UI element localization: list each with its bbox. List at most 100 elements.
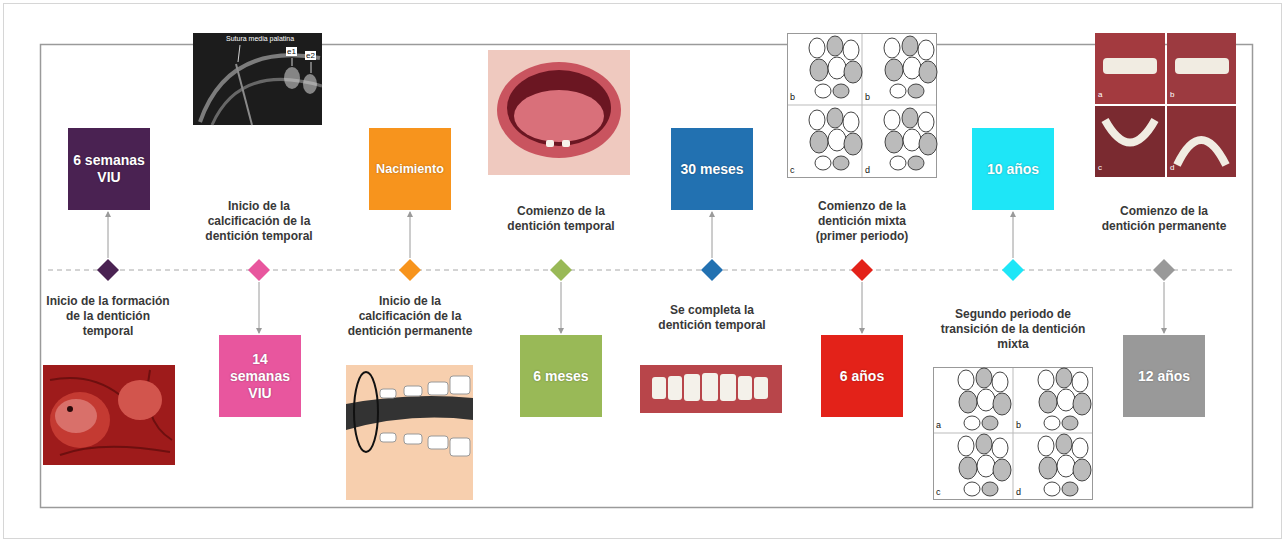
photo-ground bbox=[1095, 106, 1165, 177]
timeline-axis bbox=[48, 270, 1236, 271]
event-caption: Comienzo de la dentición permanente bbox=[1100, 204, 1228, 234]
date-text: Nacimiento bbox=[373, 162, 447, 177]
image-annotation: Sutura media palatina bbox=[226, 35, 294, 43]
photo-ground bbox=[1167, 33, 1236, 104]
teeth-sketch bbox=[809, 108, 862, 170]
tooth bbox=[738, 376, 752, 400]
permanent-dentition-photos bbox=[1095, 33, 1236, 177]
mouth-cavity bbox=[507, 70, 611, 146]
tooth-germ bbox=[284, 67, 300, 89]
mixed-dentition-diagram bbox=[934, 368, 1093, 500]
image-annotation: b bbox=[790, 92, 795, 102]
tooth-germ bbox=[428, 382, 448, 395]
date-box: 14 semanas VIU bbox=[219, 335, 301, 417]
date-text: 14 semanas VIU bbox=[223, 351, 297, 402]
tooth bbox=[702, 373, 718, 401]
diagram-ground bbox=[788, 34, 937, 178]
leader-line bbox=[712, 212, 713, 258]
tooth bbox=[652, 377, 666, 399]
image-annotation: a bbox=[936, 420, 941, 430]
photo-ground bbox=[640, 365, 782, 413]
tooth bbox=[546, 140, 554, 147]
leader-line bbox=[410, 212, 411, 258]
dental-arch bbox=[1105, 120, 1155, 143]
leader-line bbox=[259, 282, 260, 333]
leader-line bbox=[1013, 212, 1014, 258]
teeth-sketch bbox=[809, 36, 862, 98]
divider bbox=[934, 433, 1092, 434]
tooth-germ-drawing bbox=[346, 365, 473, 500]
timeline-diamond bbox=[1002, 259, 1024, 281]
tooth-germ bbox=[380, 389, 396, 398]
timeline-diamond bbox=[248, 259, 270, 281]
date-text: 10 años bbox=[976, 161, 1050, 178]
leader-line bbox=[862, 282, 863, 333]
teeth-sketch bbox=[958, 368, 1011, 430]
image-annotation: a bbox=[1098, 90, 1102, 99]
timeline-diamond bbox=[550, 259, 572, 281]
date-box: Nacimiento bbox=[369, 128, 451, 210]
teeth-photo bbox=[640, 365, 782, 413]
image-annotation: c bbox=[1098, 163, 1102, 172]
image-annotation: d bbox=[865, 165, 870, 175]
date-box: 6 años bbox=[821, 335, 903, 417]
tooth-germ bbox=[404, 434, 422, 444]
date-text: 12 años bbox=[1127, 368, 1201, 385]
mouth-photo bbox=[488, 50, 630, 175]
tooth-germ bbox=[450, 376, 470, 394]
date-box: 30 meses bbox=[671, 128, 753, 210]
leader-line bbox=[108, 212, 109, 258]
timeline-diamond bbox=[399, 259, 421, 281]
tooth bbox=[720, 374, 736, 401]
pointer-line bbox=[292, 58, 293, 66]
tooth bbox=[668, 376, 682, 400]
photo-ground bbox=[43, 365, 175, 465]
image-annotation: c bbox=[790, 165, 795, 175]
teeth-sketch bbox=[884, 36, 937, 98]
event-caption: Comienzo de la dentición mixta (primer p… bbox=[798, 199, 926, 244]
image-annotation: d bbox=[1170, 163, 1174, 172]
timeline-diamond bbox=[851, 259, 873, 281]
yolk-sac bbox=[118, 380, 162, 420]
embryo-eye bbox=[67, 406, 73, 412]
timeline-diamond bbox=[701, 259, 723, 281]
photo-ground bbox=[1167, 106, 1236, 177]
leader-line bbox=[1164, 282, 1165, 333]
image-annotation: b bbox=[1170, 90, 1174, 99]
date-text: 6 semanas VIU bbox=[72, 152, 146, 186]
mixed-dentition-diagram bbox=[788, 34, 938, 178]
photo-ground bbox=[1095, 33, 1165, 104]
date-box: 10 años bbox=[972, 128, 1054, 210]
date-box: 12 años bbox=[1123, 335, 1205, 417]
teeth-sketch bbox=[884, 108, 937, 170]
tooth bbox=[562, 140, 570, 147]
event-caption: Se completa la dentición temporal bbox=[648, 303, 776, 333]
divider bbox=[788, 105, 936, 106]
date-text: 6 años bbox=[825, 368, 899, 385]
teeth-row bbox=[1175, 58, 1229, 74]
timeline-diamond bbox=[97, 259, 119, 281]
tooth-germ bbox=[380, 433, 396, 442]
tooth-germ bbox=[450, 438, 470, 456]
xray-ground bbox=[193, 33, 322, 125]
leader-line bbox=[561, 282, 562, 333]
pointer-line bbox=[238, 45, 240, 62]
tooth-germ bbox=[428, 436, 448, 449]
highlight-ellipse bbox=[354, 372, 378, 452]
pointer-line bbox=[311, 62, 312, 73]
image-annotation: e1 bbox=[286, 47, 297, 56]
date-text: 6 meses bbox=[524, 368, 598, 385]
teeth-row bbox=[1103, 58, 1157, 74]
event-caption: Inicio de la calcificación de la dentici… bbox=[195, 199, 323, 244]
teeth-sketch bbox=[1038, 368, 1091, 430]
dental-arch bbox=[1177, 140, 1226, 165]
image-annotation: c bbox=[936, 487, 941, 497]
timeline-diamond bbox=[1153, 259, 1175, 281]
date-box: 6 meses bbox=[520, 335, 602, 417]
photo-ground bbox=[488, 50, 630, 175]
drawing-ground bbox=[346, 365, 473, 500]
tooth-germ bbox=[303, 74, 317, 94]
